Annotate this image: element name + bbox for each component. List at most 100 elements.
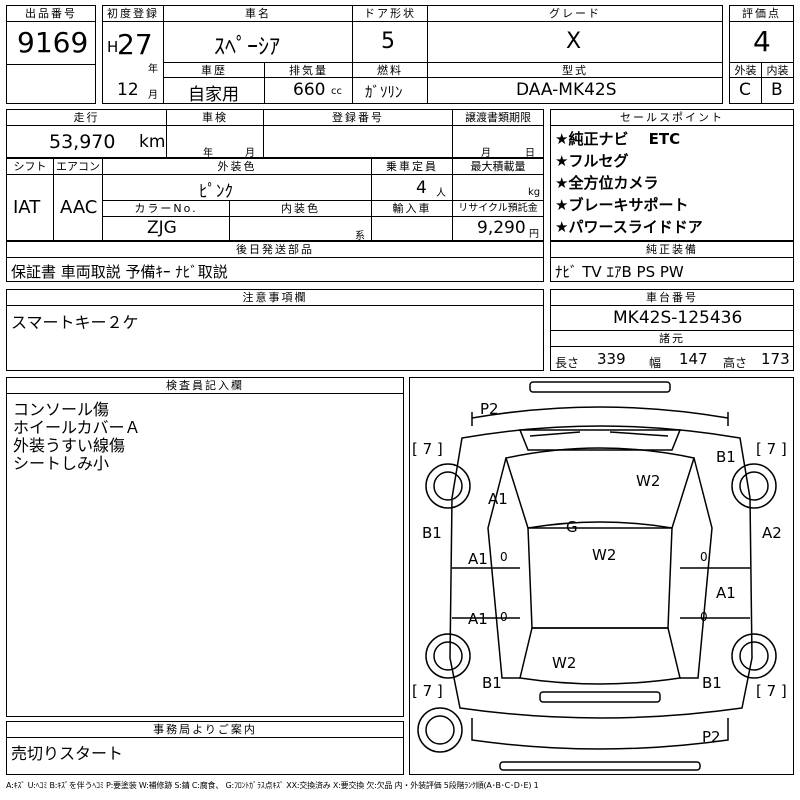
width-label: 幅 (649, 356, 662, 370)
import-cell (371, 216, 453, 241)
score-value: 4 (753, 25, 771, 58)
interior-cell: B (761, 77, 794, 104)
inspection-label: 車検 (166, 109, 264, 126)
mark-a2-right: A2 (762, 524, 782, 542)
aircon-cell: AAC (53, 174, 103, 241)
length-value: 339 (597, 350, 626, 368)
score-cell: 4 (729, 21, 794, 63)
import-label: 輸入車 (371, 200, 453, 217)
office-cell: 売切りスタート (6, 737, 404, 775)
max-load-unit: kg (528, 187, 541, 198)
exterior-label: 外装 (729, 62, 762, 78)
door-cell: 5 (352, 21, 428, 63)
door-value: 5 (381, 29, 395, 54)
width-value: 147 (679, 350, 708, 368)
dims-cell: 長さ 339 幅 147 高さ 173 (550, 346, 794, 371)
transfer-deadline-cell: 月 日 (452, 125, 544, 158)
inspector-line-4: シートしみ小 (13, 454, 110, 473)
ext-color-label: 外装色 (102, 158, 372, 175)
first-registration-year: 27 (117, 28, 153, 61)
genuine-equipment-cell: ﾅﾋﾞ TV ｴｱB PS PW (550, 257, 794, 282)
exterior-value: C (739, 80, 751, 100)
mark-a1-right: A1 (716, 584, 736, 602)
notes-label: 注意事項欄 (6, 289, 544, 306)
aircon-value: AAC (60, 197, 98, 218)
first-registration-label: 初度登録 (102, 5, 164, 22)
lot-number: 9169 (17, 26, 89, 59)
ext-color-cell: ﾋﾟﾝｸ (102, 174, 372, 201)
mark-p2-top: P2 (480, 400, 499, 418)
registration-number-label: 登録番号 (263, 109, 453, 126)
inspector-line-2: ホイールカバーＡ (13, 418, 141, 437)
interior-value: B (771, 80, 783, 100)
mark-w2-lower: W2 (552, 654, 577, 672)
car-name: ｽﾍﾟｰｼｱ (214, 35, 281, 60)
mark-zero-mid-left: 0 (500, 550, 508, 564)
sales-point-2: ★フルセグ (555, 152, 629, 170)
notes-cell: スマートキー２ケ (6, 305, 544, 371)
mark-p2-bottom: P2 (702, 728, 721, 746)
mark-bracket-br: [ 7 ] (756, 682, 787, 700)
capacity-cell: 4 人 (371, 174, 453, 201)
mark-b1-br: B1 (702, 674, 722, 692)
registration-number-cell (263, 125, 453, 158)
year-unit: 年 (148, 64, 158, 75)
score-label: 評価点 (729, 5, 794, 22)
max-load-cell: kg (452, 174, 544, 201)
recycle-cell: 9,290 円 (452, 216, 544, 241)
later-parts-cell: 保証書 車両取説 予備ｷｰ ﾅﾋﾞ取説 (6, 257, 544, 282)
inspection-year-unit: 年 (203, 148, 213, 158)
mark-a1-upper-left: A1 (488, 490, 508, 508)
height-label: 高さ (723, 356, 748, 370)
inspector-label: 検査員記入欄 (6, 377, 404, 394)
lot-number-cell: 9169 (6, 21, 96, 65)
inspection-month-unit: 月 (245, 148, 255, 158)
month-unit: 月 (148, 90, 158, 101)
mark-w2-upper: W2 (636, 472, 661, 490)
car-name-cell: ｽﾍﾟｰｼｱ (163, 21, 353, 63)
fuel-label: 燃料 (352, 62, 428, 78)
height-value: 173 (761, 350, 790, 368)
car-diagram: P2 [ 7 ] [ 7 ] B1 W2 A1 G B1 A2 A1 0 W2 … (409, 377, 794, 775)
aircon-label: エアコン (53, 158, 103, 175)
lot-number-label: 出品番号 (6, 5, 96, 22)
grade-label: グレード (427, 5, 723, 22)
mileage-unit: km (139, 132, 166, 152)
mark-bracket-tr: [ 7 ] (756, 440, 787, 458)
office-label: 事務局よりご案内 (6, 721, 404, 738)
sales-point-4: ★ブレーキサポート (555, 196, 689, 214)
capacity-label: 乗車定員 (371, 158, 453, 175)
transfer-day-unit: 日 (525, 148, 535, 158)
mark-zero-lower-left: 0 (500, 610, 508, 624)
shift-label: シフト (6, 158, 54, 175)
mark-g: G (566, 518, 578, 536)
sales-points-cell: ★純正ナビ ETC ★フルセグ ★全方位カメラ ★ブレーキサポート ★パワースラ… (550, 125, 794, 241)
notes-value: スマートキー２ケ (11, 313, 139, 332)
legend: A:ｷｽﾞ U:ﾍｺﾐ B:ｷｽﾞを伴うﾍｺﾐ P:要塗装 W:補修跡 S:錆 … (6, 781, 539, 790)
mark-a1-lower-left: A1 (468, 610, 488, 628)
mark-b1-left: B1 (422, 524, 442, 542)
max-load-label: 最大積載量 (452, 158, 544, 175)
ext-color-value: ﾋﾟﾝｸ (199, 182, 233, 201)
displacement-label: 排気量 (264, 62, 353, 78)
inspector-line-1: コンソール傷 (13, 400, 110, 419)
exterior-cell: C (729, 77, 762, 104)
interior-label: 内装 (761, 62, 794, 78)
capacity-unit: 人 (436, 188, 446, 199)
mileage-cell: 53,970 km (6, 125, 167, 158)
color-no-cell: ZJG (102, 216, 230, 241)
mark-bracket-bl: [ 7 ] (412, 682, 443, 700)
sales-point-1: ★純正ナビ ETC (555, 130, 681, 148)
color-no-value: ZJG (147, 218, 177, 238)
grade-value: X (566, 29, 582, 54)
sales-point-3: ★全方位カメラ (555, 174, 659, 192)
shift-cell: IAT (6, 174, 54, 241)
int-color-cell: 系 (229, 216, 372, 241)
mark-w2-center: W2 (592, 546, 617, 564)
mark-zero-lower-right: 0 (700, 610, 708, 624)
model-label: 型式 (427, 62, 723, 78)
later-parts-value: 保証書 車両取説 予備ｷｰ ﾅﾋﾞ取説 (11, 263, 228, 281)
mileage-value: 53,970 (49, 131, 116, 153)
chassis-value: MK42S-125436 (613, 308, 743, 328)
recycle-label: リサイクル預託金 (452, 200, 544, 217)
